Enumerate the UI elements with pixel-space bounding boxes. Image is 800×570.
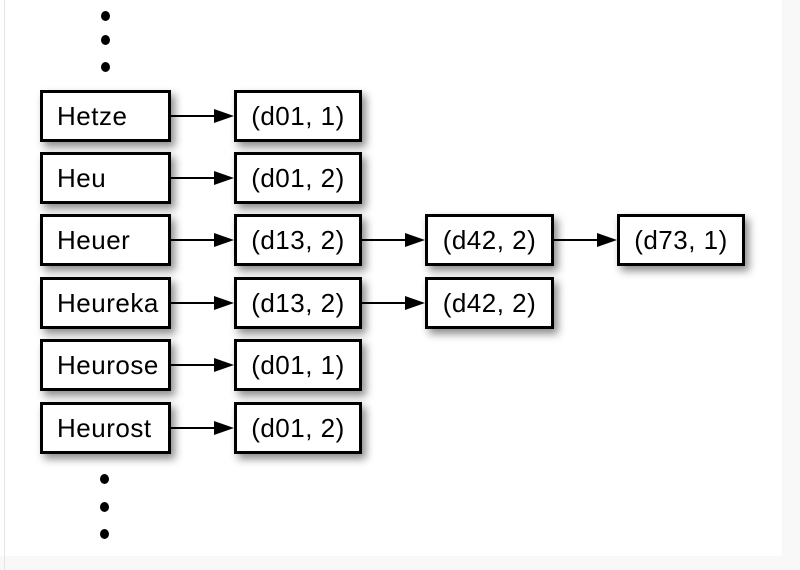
arrow-shaft (554, 239, 599, 241)
ellipsis-dot (100, 474, 109, 484)
posting-label: (d01, 1) (251, 349, 345, 380)
arrow (171, 358, 234, 372)
arrow-shaft (171, 239, 216, 241)
posting-box: (d42, 2) (425, 277, 554, 329)
term-box-hetze: Hetze (40, 90, 171, 142)
arrowhead-icon (405, 296, 425, 310)
arrow-shaft (171, 115, 216, 117)
arrow-shaft (171, 427, 216, 429)
left-edge-divider (4, 0, 5, 570)
posting-box: (d13, 2) (234, 277, 362, 329)
posting-box: (d01, 2) (234, 402, 362, 454)
arrow-shaft (362, 302, 407, 304)
arrow (171, 296, 234, 310)
term-box-heuer: Heuer (40, 214, 171, 266)
posting-label: (d42, 2) (442, 287, 537, 318)
term-label: Heurost (57, 412, 152, 443)
term-label: Heu (57, 162, 107, 193)
arrow-shaft (171, 364, 216, 366)
ellipsis-dot (101, 11, 110, 21)
posting-box: (d01, 1) (234, 339, 362, 391)
posting-label: (d73, 1) (634, 224, 728, 255)
arrow (362, 233, 425, 247)
arrow (362, 296, 425, 310)
arrowhead-icon (405, 233, 425, 247)
term-label: Heureka (57, 287, 159, 318)
posting-label: (d01, 2) (251, 412, 345, 443)
ellipsis-dot (100, 529, 109, 539)
ellipsis-dot (101, 35, 110, 45)
arrow (171, 109, 234, 123)
arrow (171, 421, 234, 435)
posting-box: (d01, 1) (234, 90, 362, 142)
arrow (554, 233, 617, 247)
arrow (171, 233, 234, 247)
ellipsis-dot (101, 62, 110, 72)
posting-box: (d01, 2) (234, 152, 362, 204)
posting-label: (d42, 2) (442, 224, 537, 255)
arrow-shaft (171, 177, 216, 179)
arrowhead-icon (214, 109, 234, 123)
posting-box: (d42, 2) (425, 214, 554, 266)
arrow-shaft (171, 302, 216, 304)
posting-label: (d13, 2) (251, 224, 345, 255)
arrowhead-icon (214, 296, 234, 310)
term-box-heureka: Heureka (40, 277, 171, 329)
term-box-heurose: Heurose (40, 339, 171, 391)
term-label: Heuer (57, 224, 131, 255)
arrowhead-icon (214, 171, 234, 185)
arrow (171, 171, 234, 185)
term-box-heu: Heu (40, 152, 171, 204)
posting-label: (d01, 2) (251, 162, 345, 193)
arrowhead-icon (597, 233, 617, 247)
arrowhead-icon (214, 233, 234, 247)
posting-label: (d01, 1) (251, 100, 345, 131)
arrow-shaft (362, 239, 407, 241)
term-label: Hetze (57, 100, 128, 131)
arrowhead-icon (214, 421, 234, 435)
ellipsis-dot (100, 502, 109, 512)
posting-label: (d13, 2) (251, 287, 345, 318)
posting-box: (d73, 1) (617, 214, 745, 266)
posting-box: (d13, 2) (234, 214, 362, 266)
term-box-heurost: Heurost (40, 402, 171, 454)
arrowhead-icon (214, 358, 234, 372)
term-label: Heurose (57, 349, 159, 380)
